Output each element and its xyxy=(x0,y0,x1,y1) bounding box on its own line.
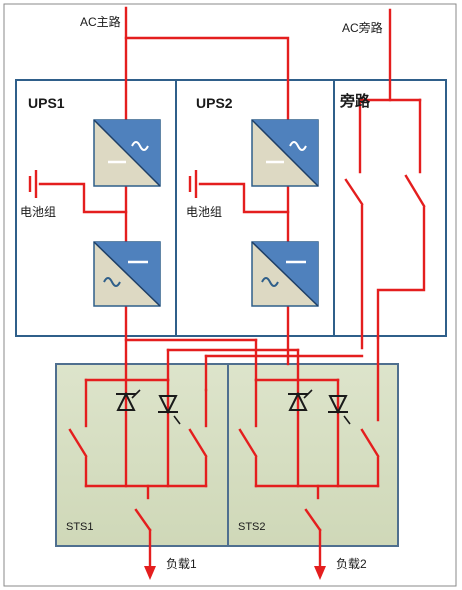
load1-arrow-icon xyxy=(144,566,156,580)
bypass2-down-wire xyxy=(376,206,426,340)
sts2-left-switch[interactable] xyxy=(238,428,258,458)
ups2-title: UPS2 xyxy=(196,95,233,111)
sts1-right-switch[interactable] xyxy=(188,428,208,458)
load1-label: 负载1 xyxy=(166,557,197,571)
sts2-output-switch[interactable] xyxy=(304,508,322,532)
sts2-right-switch[interactable] xyxy=(360,428,380,458)
ups1-title: UPS1 xyxy=(28,95,65,111)
sts2-label: STS2 xyxy=(238,521,266,533)
outer-frame xyxy=(3,3,457,587)
sts1-output-switch[interactable] xyxy=(134,508,152,532)
battery-icon xyxy=(188,170,198,198)
thyristor-icon xyxy=(288,389,313,411)
ups2-battery-wire xyxy=(198,182,290,214)
sts1-label: STS1 xyxy=(66,521,94,533)
ac-main-branch-ups2 xyxy=(124,36,290,122)
ups1-rectifier-icon xyxy=(93,119,161,187)
ups2-rectifier-icon xyxy=(251,119,319,187)
ac-main-label: AC主路 xyxy=(80,14,121,29)
thyristor-icon xyxy=(116,389,141,411)
ups1-inverter-icon xyxy=(93,241,161,307)
bypass-switch-2[interactable] xyxy=(404,174,426,208)
thyristor-icon xyxy=(328,395,351,425)
ups1-battery-wire xyxy=(38,182,128,214)
sts-panels xyxy=(55,363,399,547)
load2-label: 负载2 xyxy=(336,557,367,571)
load2-arrow-icon xyxy=(314,566,326,580)
ups-panels xyxy=(15,79,447,337)
battery2-label: 电池组 xyxy=(186,205,222,219)
thyristor-icon xyxy=(158,395,181,425)
bypass-switch-1[interactable] xyxy=(344,178,364,206)
battery-icon xyxy=(28,170,38,198)
bypass-panel xyxy=(333,79,447,337)
battery1-label: 电池组 xyxy=(20,205,56,219)
sts1-left-switch[interactable] xyxy=(68,428,88,458)
bypass-title: 旁路 xyxy=(339,92,371,110)
ac-bypass-label: AC旁路 xyxy=(342,20,383,35)
ups2-inverter-icon xyxy=(251,241,319,307)
wiring xyxy=(38,6,426,568)
bypass-switch-feeds xyxy=(358,98,422,174)
